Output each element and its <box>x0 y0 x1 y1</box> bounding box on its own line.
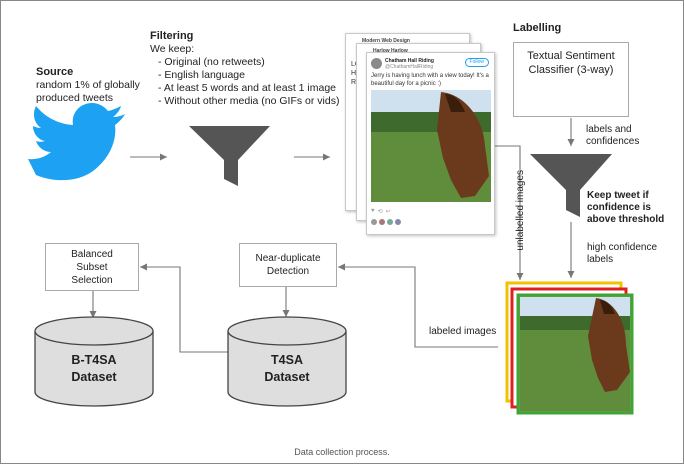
balanced-subset-label: Selection <box>71 274 113 286</box>
keep-tweet-label: Keep tweet if <box>587 190 649 201</box>
b-t4sa-dataset-word: Dataset <box>71 370 117 384</box>
classifier-label-line: Classifier (3-way) <box>528 64 614 76</box>
tweet-card-front: Chatham Hall Riding @ChathamHallRiding F… <box>366 52 495 235</box>
labelling-title: Labelling <box>513 22 562 34</box>
near-duplicate-label: Detection <box>266 266 310 277</box>
filtering-intro: We keep: <box>150 43 195 55</box>
labeled-images-label: labeled images <box>429 326 497 337</box>
balanced-subset-label: Subset <box>76 261 108 273</box>
balanced-subset-box: Balanced Subset Selection <box>45 243 139 291</box>
tweet-back-text: Hi <box>351 70 358 77</box>
filtering-item: - English language <box>158 69 245 81</box>
b-t4sa-name: B-T4SA <box>71 353 117 367</box>
source-line-1: random 1% of globally <box>36 79 140 91</box>
b-t4sa-dataset-label: B-T4SA Dataset <box>35 352 153 386</box>
avatar <box>395 219 401 225</box>
source-title: Source <box>36 66 74 78</box>
high-confidence-label: high confidence <box>587 242 658 253</box>
t4sa-dataset-label: T4SA Dataset <box>228 352 346 386</box>
arrow-images-to-neardup <box>338 263 498 348</box>
positive-horse-image <box>516 293 634 415</box>
avatar <box>371 58 382 69</box>
source-line-2: produced tweets <box>36 92 114 104</box>
tweet-author: Chatham Hall Riding <box>385 58 434 64</box>
filtering-item: - Without other media (no GIFs or vids) <box>158 95 340 107</box>
labels-confidences-label: labels and <box>586 124 632 135</box>
tweet-back-text: Re <box>351 78 360 87</box>
filtering-funnel-icon <box>189 126 270 186</box>
avatar <box>371 219 377 225</box>
avatar <box>387 219 393 225</box>
t4sa-dataset-word: Dataset <box>264 370 310 384</box>
reply-icon[interactable]: ↩ <box>385 209 391 215</box>
labels-confidences-label: confidences <box>586 136 640 147</box>
follow-button[interactable]: Follow <box>464 58 489 67</box>
keep-tweet-label: confidence is <box>587 202 651 213</box>
t4sa-cylinder <box>227 316 347 407</box>
tweet-handle: @ChathamHallRiding <box>385 64 434 70</box>
tweet-text: Jerry is having lunch with a view today!… <box>371 73 489 87</box>
filtering-title: Filtering <box>150 30 194 42</box>
avatar <box>379 219 385 225</box>
b-t4sa-cylinder <box>34 316 154 407</box>
retweet-icon[interactable]: ⟲ <box>377 209 383 215</box>
twitter-bird-icon <box>28 103 125 181</box>
tweet-back-text: LO <box>351 60 360 69</box>
keep-tweet-label: above threshold <box>587 214 665 225</box>
arrow-tweets-to-images <box>494 145 524 280</box>
high-confidence-label: labels <box>587 254 614 265</box>
heart-icon[interactable]: ♥ <box>371 208 375 214</box>
arrow-t4sa-to-balanced <box>140 263 230 353</box>
unlabelled-images-label: unlabelled images <box>514 169 526 251</box>
classifier-label-line: Textual Sentiment <box>527 50 615 62</box>
filtering-item: - Original (no retweets) <box>158 56 265 68</box>
tweet-middle-author: Harlow Harlow <box>373 48 408 54</box>
classifier-box: Textual Sentiment Classifier (3-way) <box>513 42 629 117</box>
tweet-back-author: Modern Web Design <box>362 38 410 44</box>
near-duplicate-box: Near-duplicate Detection <box>239 243 337 287</box>
threshold-funnel-icon <box>530 154 612 217</box>
filtering-item: - At least 5 words and at least 1 image <box>158 82 337 94</box>
near-duplicate-label: Near-duplicate <box>255 253 321 264</box>
t4sa-name: T4SA <box>271 353 303 367</box>
tweet-horse-image <box>371 90 491 202</box>
figure-caption: Data collection process. <box>294 447 390 457</box>
balanced-subset-label: Balanced <box>71 248 113 260</box>
